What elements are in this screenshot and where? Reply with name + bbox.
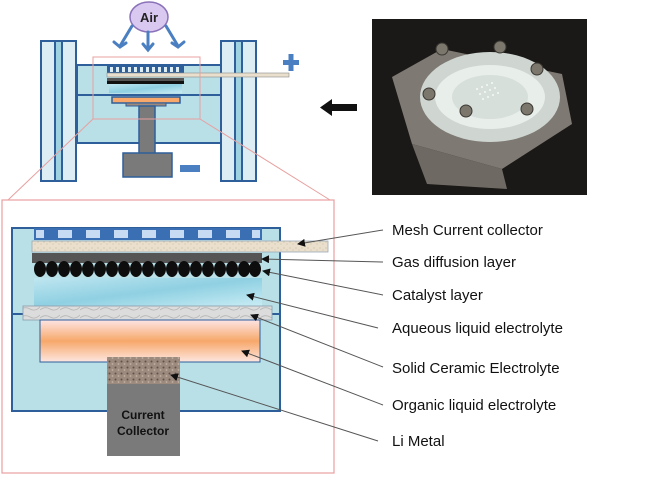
mesh-current-collector — [31, 228, 329, 253]
leader-line-organic — [241, 349, 384, 406]
current-collector-label-line2: Collector — [117, 424, 169, 438]
top-mesh — [107, 66, 184, 73]
current-collector-block — [107, 384, 180, 456]
leader-line-ceramic — [250, 313, 384, 368]
leader-line-li — [170, 373, 379, 442]
label-li-metal: Li Metal — [392, 433, 445, 450]
plus-sign-icon — [283, 54, 299, 71]
label-catalyst-layer: Catalyst layer — [392, 287, 483, 304]
label-organic-liquid-electrolyte: Organic liquid electrolyte — [392, 397, 557, 414]
li-metal — [107, 357, 180, 384]
label-aqueous-liquid-electrolyte: Aqueous liquid electrolyte — [392, 320, 563, 337]
leader-line-catalyst — [262, 268, 384, 296]
label-mesh-current-collector: Mesh Current collector — [392, 222, 543, 239]
cell-photo-illustration — [372, 19, 587, 195]
air-bubble: Air — [129, 1, 169, 33]
label-gas-diffusion-layer: Gas diffusion layer — [392, 254, 516, 271]
solid-ceramic-electrolyte — [22, 305, 273, 321]
cell-photo — [372, 19, 587, 195]
gas-diffusion-layer — [32, 253, 262, 263]
right-flange — [220, 40, 257, 182]
minus-sign-icon — [180, 165, 200, 172]
organic-liquid-electrolyte — [39, 319, 261, 363]
anode-rod — [138, 105, 156, 155]
catalyst-layer — [34, 261, 261, 277]
screw-icons — [422, 40, 544, 118]
leader-lines — [170, 229, 384, 442]
left-arrow-icon — [320, 99, 357, 116]
leader-line-aqueous — [246, 292, 379, 329]
label-solid-ceramic-electrolyte: Solid Ceramic Electrolyte — [392, 360, 560, 377]
detail-cell-cross-section: Current Collector — [1, 199, 384, 474]
current-collector-label-line1: Current — [121, 408, 164, 422]
air-flow-arrows — [112, 24, 186, 53]
leader-line-mesh — [297, 229, 384, 247]
mesh-collector-strip — [106, 72, 290, 78]
anode-base — [122, 152, 173, 178]
leader-line-gdl — [261, 255, 384, 264]
air-label: Air — [140, 10, 158, 25]
detail-zoom-frame — [1, 199, 335, 474]
zoom-region-box — [92, 56, 201, 120]
aqueous-liquid-electrolyte — [34, 278, 262, 306]
top-cell-schematic: Air — [7, 1, 331, 201]
left-flange — [40, 40, 77, 182]
